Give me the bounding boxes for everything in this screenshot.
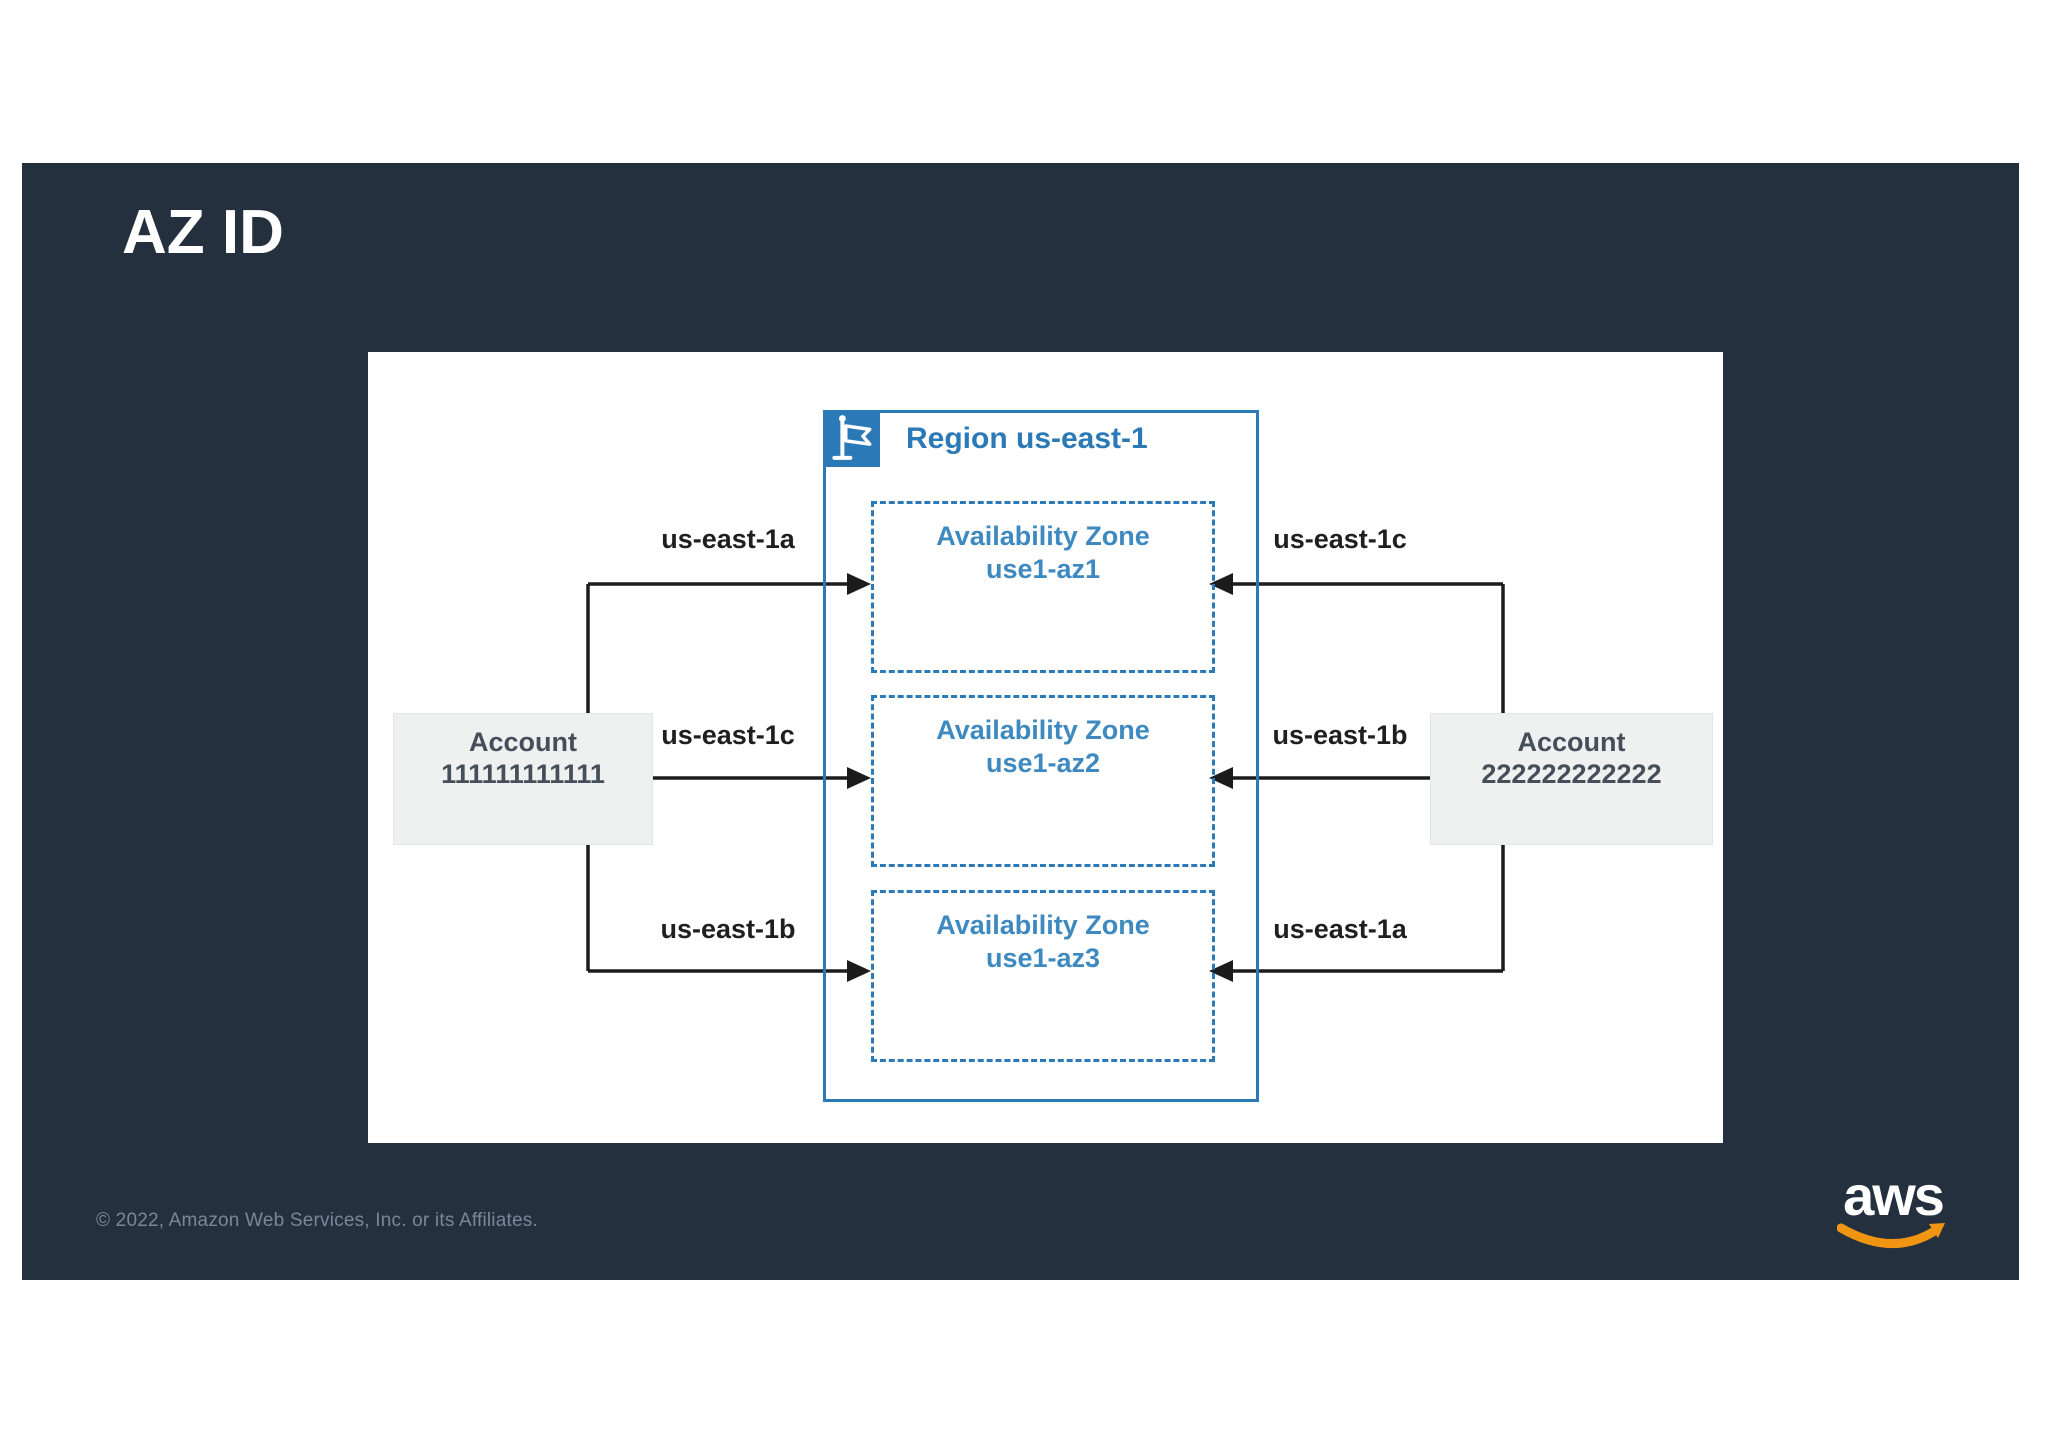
- az2-line1: Availability Zone: [936, 715, 1150, 745]
- aws-logo-wordmark: aws: [1843, 1164, 1945, 1227]
- region-label: Region us-east-1: [906, 421, 1148, 455]
- region-box: Region us-east-1 Availability Zone use1-…: [823, 410, 1259, 1102]
- account-right-id: 222222222222: [1481, 759, 1662, 789]
- az1-line2: use1-az1: [985, 554, 1101, 584]
- edge-label-left-3: us-east-1b: [660, 914, 796, 944]
- edge-label-right-1: us-east-1c: [1273, 524, 1407, 554]
- availability-zone-box-1: Availability Zone use1-az1: [871, 501, 1215, 673]
- account-left-id: 111111111111: [441, 759, 605, 789]
- az2-line2: use1-az2: [985, 748, 1101, 778]
- availability-zone-box-2: Availability Zone use1-az2: [871, 695, 1215, 867]
- connector-lines: [586, 573, 1505, 982]
- availability-zone-box-3: Availability Zone use1-az3: [871, 890, 1215, 1062]
- aws-smile-icon: [1837, 1223, 1945, 1249]
- edge-label-left-2: us-east-1c: [661, 720, 795, 750]
- az3-line2: use1-az3: [985, 943, 1101, 973]
- slide: AZ ID: [22, 163, 2019, 1280]
- edge-label-left-1: us-east-1a: [661, 524, 795, 554]
- az3-line1: Availability Zone: [936, 910, 1150, 940]
- aws-logo: aws: [1818, 1164, 1968, 1255]
- edge-label-right-3: us-east-1a: [1273, 914, 1407, 944]
- edge-label-right-2: us-east-1b: [1272, 720, 1408, 750]
- slide-title: AZ ID: [122, 198, 284, 267]
- flag-icon: [823, 410, 880, 467]
- diagram-panel: Region us-east-1 Availability Zone use1-…: [368, 352, 1723, 1143]
- az1-line1: Availability Zone: [936, 521, 1150, 551]
- copyright-text: © 2022, Amazon Web Services, Inc. or its…: [96, 1210, 538, 1231]
- account-right-label: Account: [1517, 727, 1626, 757]
- account-box-right: Account 222222222222: [1430, 713, 1713, 845]
- account-box-left: Account 111111111111: [393, 713, 653, 845]
- account-left-label: Account: [469, 727, 577, 757]
